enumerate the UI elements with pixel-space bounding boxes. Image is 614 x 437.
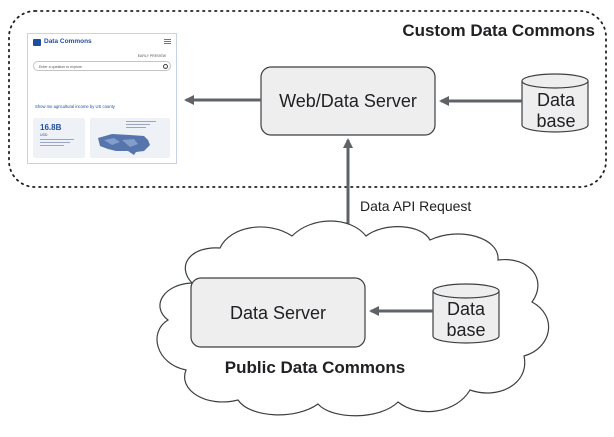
app-search-box: Enter a question to explore → xyxy=(33,61,171,71)
stat-description-line xyxy=(40,142,70,143)
custom-database-label-line2: base xyxy=(536,111,575,131)
public-database-label-line1: Data xyxy=(447,299,486,319)
early-preview-label: EARLY PREVIEW xyxy=(137,54,166,58)
app-header: Data Commons xyxy=(28,34,176,50)
app-question-text: Show me agricultural income by US county xyxy=(35,104,115,109)
hamburger-menu-icon xyxy=(164,39,171,44)
custom-data-commons-boundary xyxy=(8,10,607,188)
data-api-request-label: Data API Request xyxy=(360,198,471,214)
data-server-label: Data Server xyxy=(230,303,326,323)
public-database-label-line2: base xyxy=(446,320,485,340)
custom-database-label-line1: Data xyxy=(537,90,576,110)
public-data-commons-title: Public Data Commons xyxy=(225,358,405,377)
map-card xyxy=(90,118,170,158)
app-search-placeholder: Enter a question to explore xyxy=(39,64,82,69)
app-title: Data Commons xyxy=(44,38,92,45)
data-commons-logo-icon xyxy=(33,39,41,46)
custom-data-commons-title: Custom Data Commons xyxy=(402,21,595,40)
custom-database-cylinder xyxy=(521,73,589,133)
stat-description-line xyxy=(40,139,74,140)
search-arrow-icon: → xyxy=(163,63,168,69)
us-map-thumbnail xyxy=(98,121,156,155)
stat-value: 16.8B xyxy=(40,123,62,132)
stat-card xyxy=(33,118,85,158)
stat-unit: USD xyxy=(40,133,48,137)
web-data-server-label: Web/Data Server xyxy=(279,91,417,111)
data-server-box xyxy=(190,277,366,348)
public-database-cylinder xyxy=(432,283,500,344)
data-commons-app-screenshot: Data Commons EARLY PREVIEW Enter a quest… xyxy=(27,33,177,164)
stat-description-line xyxy=(40,145,64,146)
